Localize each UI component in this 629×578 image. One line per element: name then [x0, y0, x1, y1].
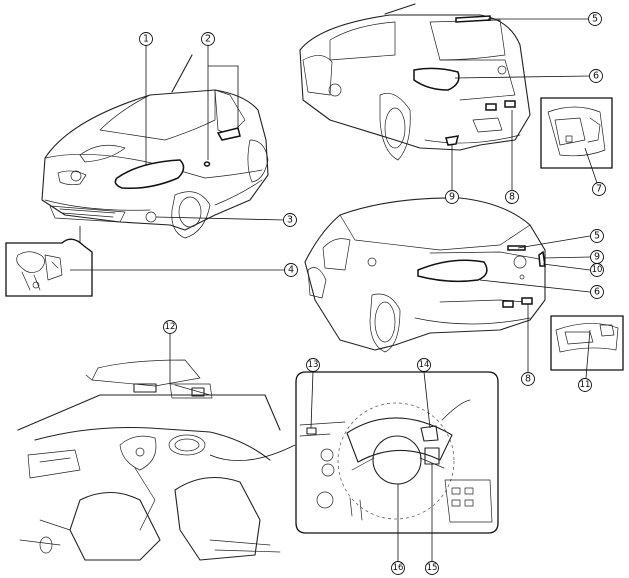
- high-mount-brake-lamp-hatchback: [455, 15, 491, 23]
- rear-lamp-sedan-side: [538, 250, 546, 267]
- svg-text:6: 6: [594, 287, 600, 298]
- rear-hatchback-illustration: [299, 3, 531, 161]
- svg-text:2: 2: [205, 34, 211, 45]
- license-plate-lamp-hatchback-right: [504, 100, 516, 108]
- callout-3: 3: [283, 213, 297, 227]
- svg-text:10: 10: [592, 265, 603, 275]
- callout-13: 13: [306, 358, 320, 372]
- svg-text:4: 4: [288, 265, 294, 276]
- callout-7: 7: [592, 182, 606, 196]
- high-mount-brake-lamp-sedan: [507, 245, 526, 251]
- svg-text:12: 12: [165, 322, 176, 332]
- interior-illustration: [17, 359, 296, 561]
- license-plate-lamp-hatchback-left: [485, 103, 497, 111]
- callout-16: 16: [391, 561, 405, 575]
- svg-text:7: 7: [596, 184, 602, 195]
- headlamp: [114, 159, 185, 190]
- callout-12: 12: [163, 320, 177, 334]
- callout-8-sedan: 8: [521, 372, 535, 386]
- license-plate-lamp-sedan-left: [502, 300, 514, 308]
- callout-6-sedan: 6: [590, 285, 604, 299]
- trunk-lamp-inset: [550, 315, 624, 371]
- callout-2: 2: [201, 32, 215, 46]
- license-plate-lamp-sedan-right: [521, 297, 533, 305]
- callout-11: 11: [578, 378, 592, 392]
- callout-6-hatchback: 6: [589, 69, 603, 83]
- side-mirror-turn-lamp: [216, 127, 241, 141]
- leader-lines: [70, 18, 598, 562]
- callout-15: 15: [425, 561, 439, 575]
- side-turn-signal-lamp: [203, 161, 211, 167]
- svg-text:11: 11: [580, 380, 591, 390]
- svg-text:8: 8: [525, 374, 531, 385]
- svg-text:1: 1: [143, 34, 149, 45]
- front-lamp-bulb-inset: [5, 226, 93, 297]
- steering-column-detail-inset: [295, 371, 499, 534]
- svg-text:9: 9: [449, 192, 455, 203]
- svg-text:3: 3: [287, 215, 293, 226]
- front-hatchback-illustration: [41, 54, 269, 239]
- svg-text:15: 15: [427, 563, 438, 573]
- callout-14: 14: [417, 358, 431, 372]
- callout-1: 1: [139, 32, 153, 46]
- callout-5-sedan: 5: [590, 229, 604, 243]
- luggage-compartment-lamp-inset: [540, 97, 613, 169]
- svg-text:8: 8: [509, 192, 515, 203]
- svg-text:14: 14: [419, 360, 430, 370]
- svg-text:9: 9: [594, 252, 600, 263]
- svg-text:13: 13: [308, 360, 319, 370]
- callout-8-hatchback: 8: [505, 190, 519, 204]
- rear-fog-lamp-hatchback: [445, 135, 460, 146]
- rear-combination-lamp-sedan: [417, 259, 488, 283]
- svg-text:5: 5: [594, 231, 600, 242]
- callout-4: 4: [284, 263, 298, 277]
- rear-combination-lamp-hatchback: [413, 67, 460, 91]
- callout-10: 10: [590, 263, 604, 277]
- callout-9-hatchback: 9: [445, 190, 459, 204]
- svg-text:16: 16: [393, 563, 404, 573]
- callout-9-sedan: 9: [590, 250, 604, 264]
- callout-5-hatchback: 5: [588, 12, 602, 26]
- svg-text:6: 6: [593, 71, 599, 82]
- svg-text:5: 5: [592, 14, 598, 25]
